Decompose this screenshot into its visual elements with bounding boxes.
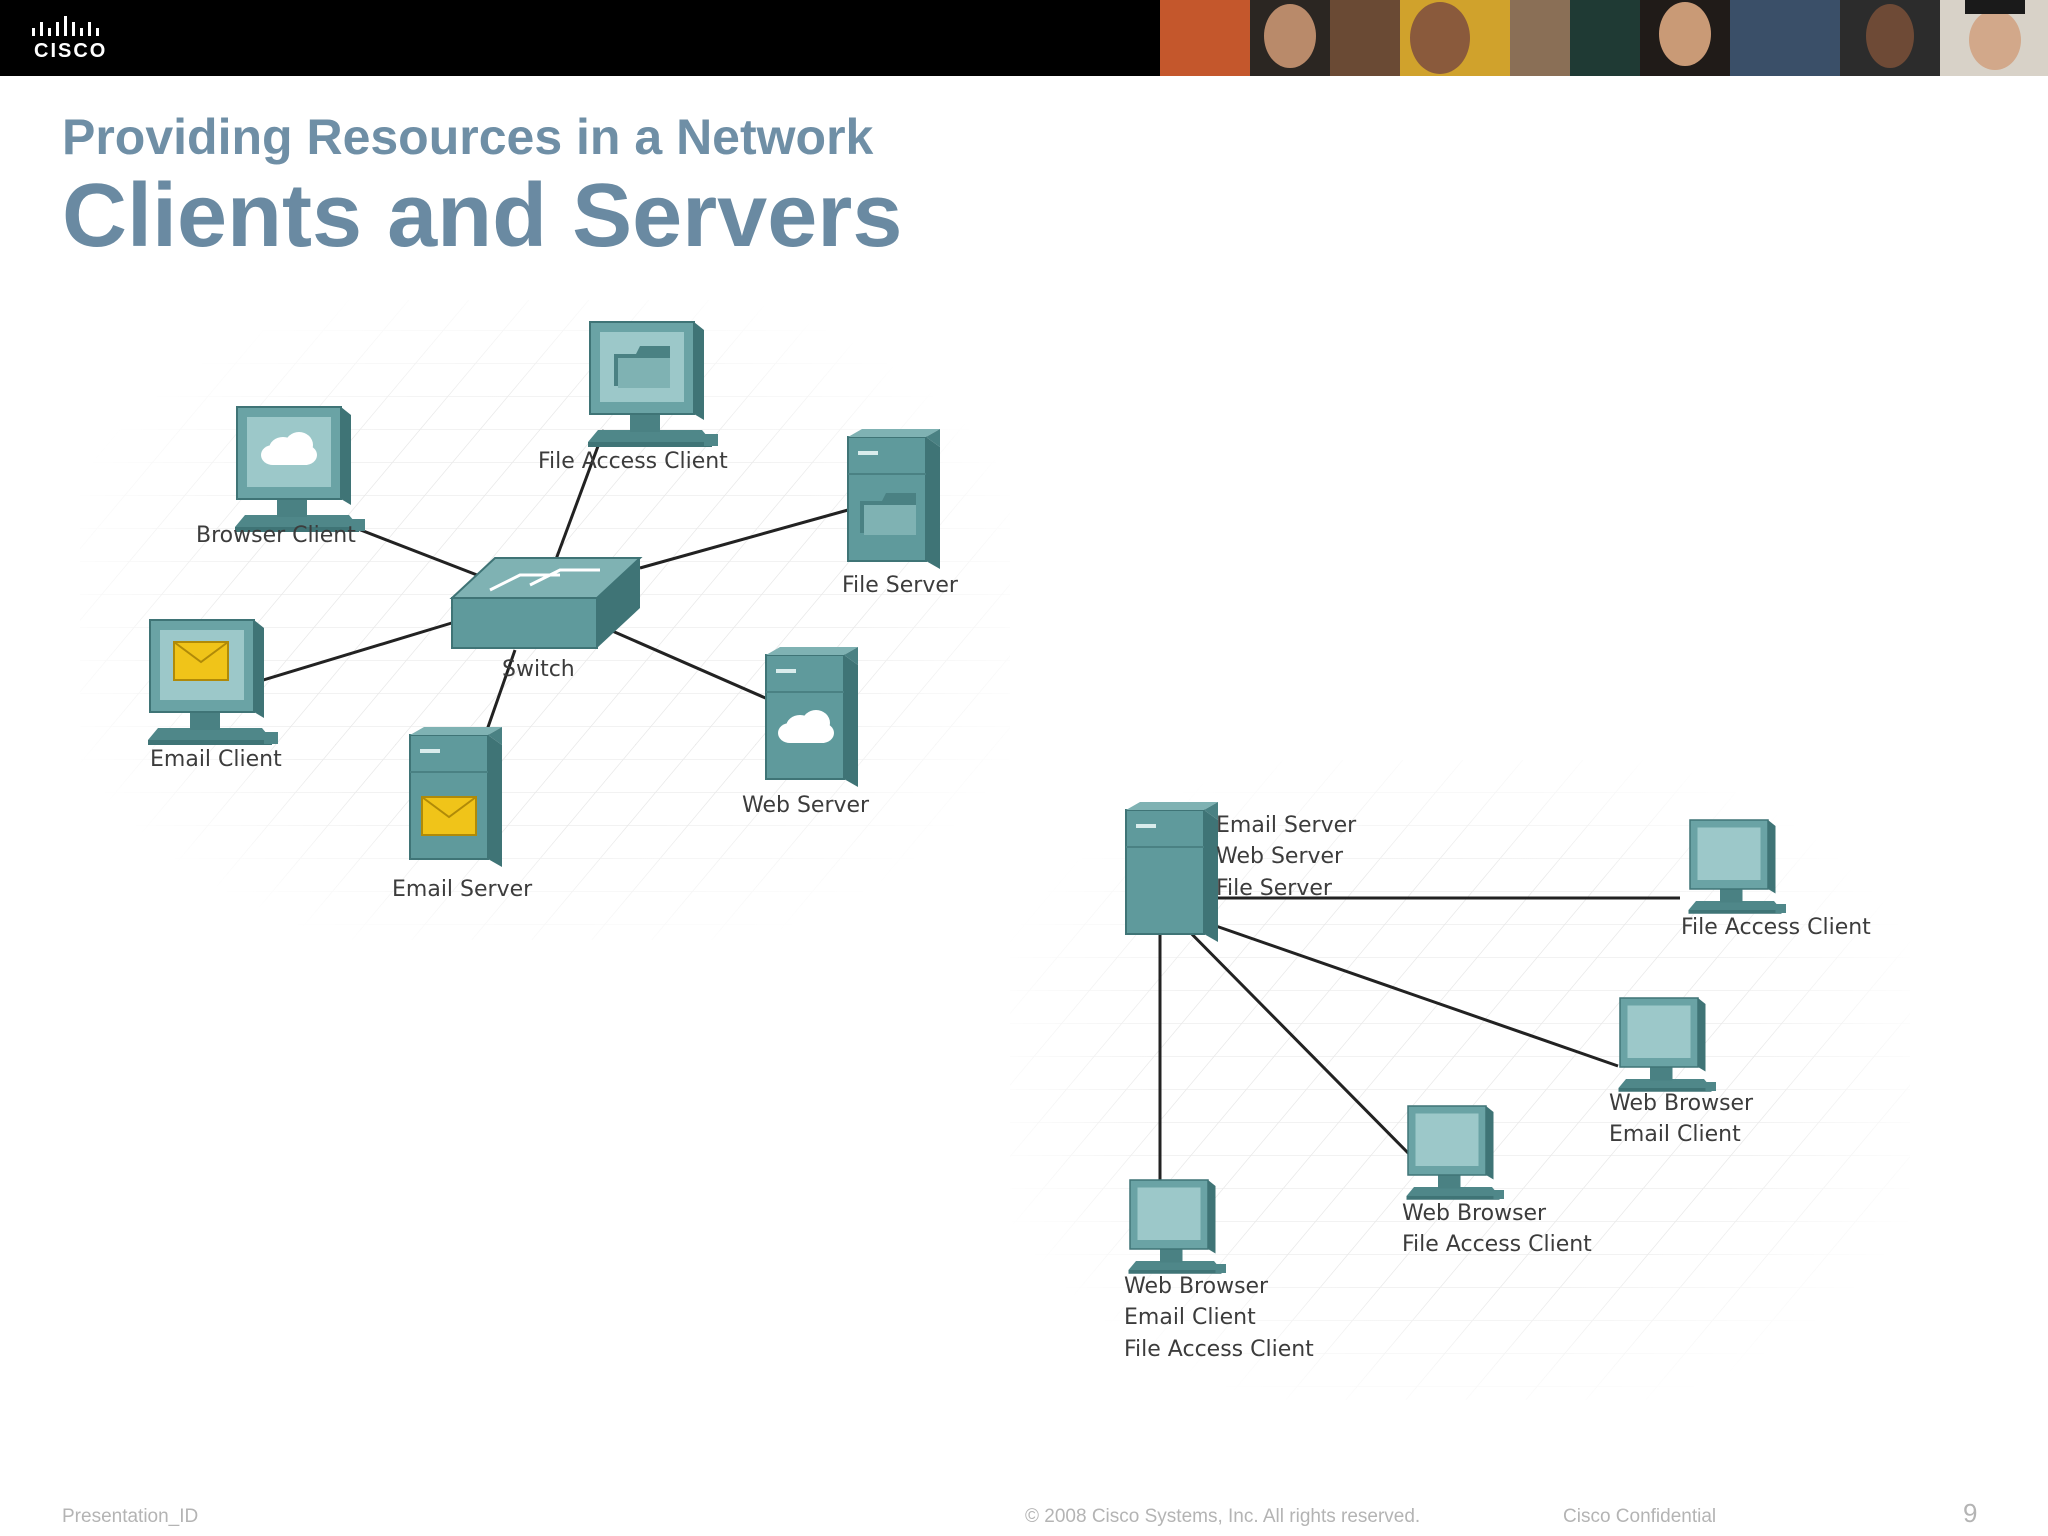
cisco-logo-text: CISCO (34, 40, 108, 62)
multi-server-tower-icon (1125, 801, 1219, 943)
client-b-label-line: Email Client (1609, 1122, 1741, 1147)
client-d-label-line: Email Client (1124, 1305, 1256, 1330)
client-a-label-line: File Access Client (1681, 915, 1871, 940)
slide-title: Clients and Servers (62, 166, 903, 266)
label-file-access-client: File Access Client (538, 449, 728, 474)
server-label-line: Email Server (1216, 813, 1357, 838)
client-b-label-line: Web Browser (1609, 1091, 1754, 1116)
client-c-label-line: Web Browser (1402, 1201, 1547, 1226)
switch-device-icon (449, 557, 643, 649)
label-web-server: Web Server (742, 793, 870, 818)
footer-confidential: Cisco Confidential (1563, 1506, 1717, 1527)
link-emailserver-switch (485, 649, 517, 731)
label-file-server: File Server (842, 573, 959, 598)
label-browser-client: Browser Client (196, 523, 356, 548)
link-emailclient-switch (249, 620, 456, 686)
link-server-client-b (1169, 908, 1619, 1068)
link-fileserver-switch (639, 508, 849, 570)
client-c-label-line: File Access Client (1402, 1232, 1592, 1257)
file-server-tower-icon (847, 428, 941, 570)
label-switch: Switch (502, 657, 575, 682)
cisco-logo-icon (32, 16, 99, 36)
diagram2-links (1158, 896, 1680, 1200)
link-server-client-c (1168, 910, 1417, 1162)
link-fileclient-switch (553, 429, 606, 563)
page-number: 9 (1963, 1498, 1978, 1528)
footer-copyright: © 2008 Cisco Systems, Inc. All rights re… (1025, 1506, 1421, 1527)
label-email-server: Email Server (392, 877, 533, 902)
web-server-tower-icon (765, 646, 859, 788)
link-webserver-switch (609, 628, 771, 702)
footer-presentation-id: Presentation_ID (62, 1506, 199, 1527)
diagram2-labels: Email Server Web Server File Server File… (1124, 813, 1871, 1362)
slide-subtitle: Providing Resources in a Network (62, 109, 874, 165)
header-bar: CISCO (0, 0, 2048, 76)
server-label-line: File Server (1216, 876, 1333, 901)
photo-tile (1330, 0, 1400, 76)
diagram1-labels: File Access Client Browser Client File S… (150, 449, 959, 902)
email-server-tower-icon (409, 726, 503, 868)
photo-tile (1730, 0, 1840, 76)
photo-tile (1570, 0, 1640, 76)
photo-strip (1160, 0, 2048, 76)
photo-tile (1510, 0, 1570, 76)
photo-tile (1160, 0, 1250, 76)
server-label-line: Web Server (1216, 844, 1344, 869)
link-browser-switch (339, 520, 491, 582)
label-email-client: Email Client (150, 747, 282, 772)
diagram1-links (249, 429, 849, 731)
client-d-label-line: File Access Client (1124, 1337, 1314, 1362)
client-d-label-line: Web Browser (1124, 1274, 1269, 1299)
